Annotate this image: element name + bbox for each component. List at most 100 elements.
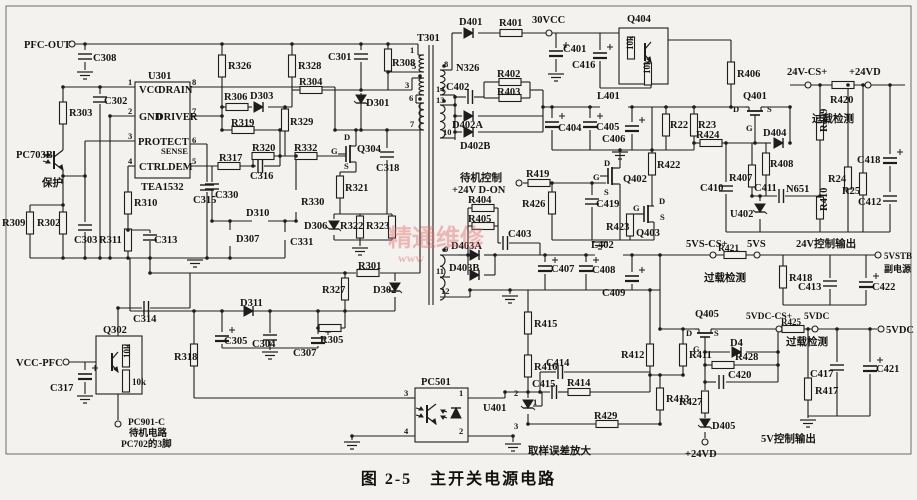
label-R424: R424 xyxy=(696,130,720,141)
label-2: 2 xyxy=(514,388,518,398)
label-过载检测: 过载检测 xyxy=(704,271,746,284)
label-4: 4 xyxy=(128,156,133,166)
label-C303: C303 xyxy=(74,235,97,246)
label-R416: R416 xyxy=(534,362,557,373)
label-R428: R428 xyxy=(735,352,758,363)
label-R402: R402 xyxy=(497,69,520,80)
label-14: 14 xyxy=(436,84,445,94)
label-S: S xyxy=(767,104,772,114)
label-D403A: D403A xyxy=(451,241,482,252)
label-L402: L402 xyxy=(591,240,614,251)
label-R328: R328 xyxy=(298,61,321,72)
label-D311: D311 xyxy=(240,298,263,309)
label-R330: R330 xyxy=(301,197,324,208)
label-VCC: VCC xyxy=(139,85,162,96)
label-副电源: 副电源 xyxy=(884,263,911,274)
label-C418: C418 xyxy=(857,155,880,166)
label-R423: R423 xyxy=(606,222,629,233)
label-R319: R319 xyxy=(231,118,254,129)
label-PC703B: PC703B xyxy=(16,150,53,161)
label-1: 1 xyxy=(128,77,132,87)
label-R320: R320 xyxy=(252,143,275,154)
label-C414: C414 xyxy=(546,358,570,369)
label-C330: C330 xyxy=(215,190,238,201)
label-+24VD: +24VD xyxy=(685,449,717,460)
label-7: 7 xyxy=(410,119,415,129)
label-www: www xyxy=(398,251,424,265)
label-取样误差放大: 取样误差放大 xyxy=(528,444,591,457)
label-Q304: Q304 xyxy=(357,144,382,155)
label-10k: 10k xyxy=(122,344,132,358)
label-D404: D404 xyxy=(763,128,787,139)
label-C412: C412 xyxy=(858,197,881,208)
label-D301: D301 xyxy=(366,98,389,109)
label-R419: R419 xyxy=(526,169,549,180)
label-R332: R332 xyxy=(294,143,317,154)
label-C305: C305 xyxy=(224,336,247,347)
label-7: 7 xyxy=(192,106,197,116)
label-1: 1 xyxy=(533,397,537,407)
label-R317: R317 xyxy=(219,153,242,164)
label-2: 2 xyxy=(459,426,463,436)
label-R409: R409 xyxy=(819,109,830,132)
label-3: 3 xyxy=(128,131,132,141)
label-5: 5 xyxy=(192,156,196,166)
label-PROTECT: PROTECT xyxy=(138,137,189,148)
label-+24VD: +24VD xyxy=(849,67,881,78)
label-G: G xyxy=(633,203,640,213)
label-C407: C407 xyxy=(551,264,574,275)
label-5VS: 5VS xyxy=(747,239,766,250)
label-C420: C420 xyxy=(728,370,751,381)
label-3: 3 xyxy=(514,421,518,431)
label-R301: R301 xyxy=(358,261,381,272)
label-Q302: Q302 xyxy=(103,325,127,336)
label-R329: R329 xyxy=(290,117,313,128)
label-12: 12 xyxy=(441,286,450,296)
label-S: S xyxy=(660,212,665,222)
label-精通维修: 精通维修 xyxy=(388,224,485,252)
label-C317: C317 xyxy=(50,383,73,394)
label-S: S xyxy=(604,187,609,197)
label-U301: U301 xyxy=(148,71,171,82)
label-R310: R310 xyxy=(134,198,157,209)
label-DEM: DEM xyxy=(168,162,193,173)
label-D402A: D402A xyxy=(452,120,483,131)
label-R318: R318 xyxy=(174,352,197,363)
label-3: 3 xyxy=(404,388,408,398)
label-U401: U401 xyxy=(483,403,506,414)
label-C307: C307 xyxy=(293,348,316,359)
label-C304: C304 xyxy=(252,339,276,350)
label-R304: R304 xyxy=(299,77,323,88)
label-D310: D310 xyxy=(246,208,269,219)
label-C416: C416 xyxy=(572,60,595,71)
label-保护: 保护 xyxy=(41,176,63,189)
label-Q403: Q403 xyxy=(636,228,660,239)
label-8: 8 xyxy=(192,77,196,87)
label-5VDC-CS+: 5VDC-CS+ xyxy=(746,312,792,322)
label-R302: R302 xyxy=(37,218,60,229)
label-待机电路: 待机电路 xyxy=(129,427,168,439)
label-C419: C419 xyxy=(596,199,619,210)
label-C404: C404 xyxy=(558,123,582,134)
label-5: 5 xyxy=(412,61,416,71)
label-30VCC: 30VCC xyxy=(532,15,565,26)
label-D: D xyxy=(344,132,350,142)
label-Q404: Q404 xyxy=(627,14,652,25)
label-R305: R305 xyxy=(320,335,343,346)
label-R426: R426 xyxy=(522,199,545,210)
label-4: 4 xyxy=(404,426,409,436)
label-R406: R406 xyxy=(737,69,760,80)
label-R404: R404 xyxy=(468,195,492,206)
label-C421: C421 xyxy=(876,364,899,375)
label-GND: GND xyxy=(139,112,163,123)
label-R407: R407 xyxy=(729,173,752,184)
label-D403B: D403B xyxy=(449,263,479,274)
label-DRAIN: DRAIN xyxy=(158,85,193,96)
label-S: S xyxy=(714,328,719,338)
label-L401: L401 xyxy=(597,91,620,102)
label-C417: C417 xyxy=(810,369,833,380)
label-Q401: Q401 xyxy=(743,91,767,102)
label-R403: R403 xyxy=(497,87,520,98)
